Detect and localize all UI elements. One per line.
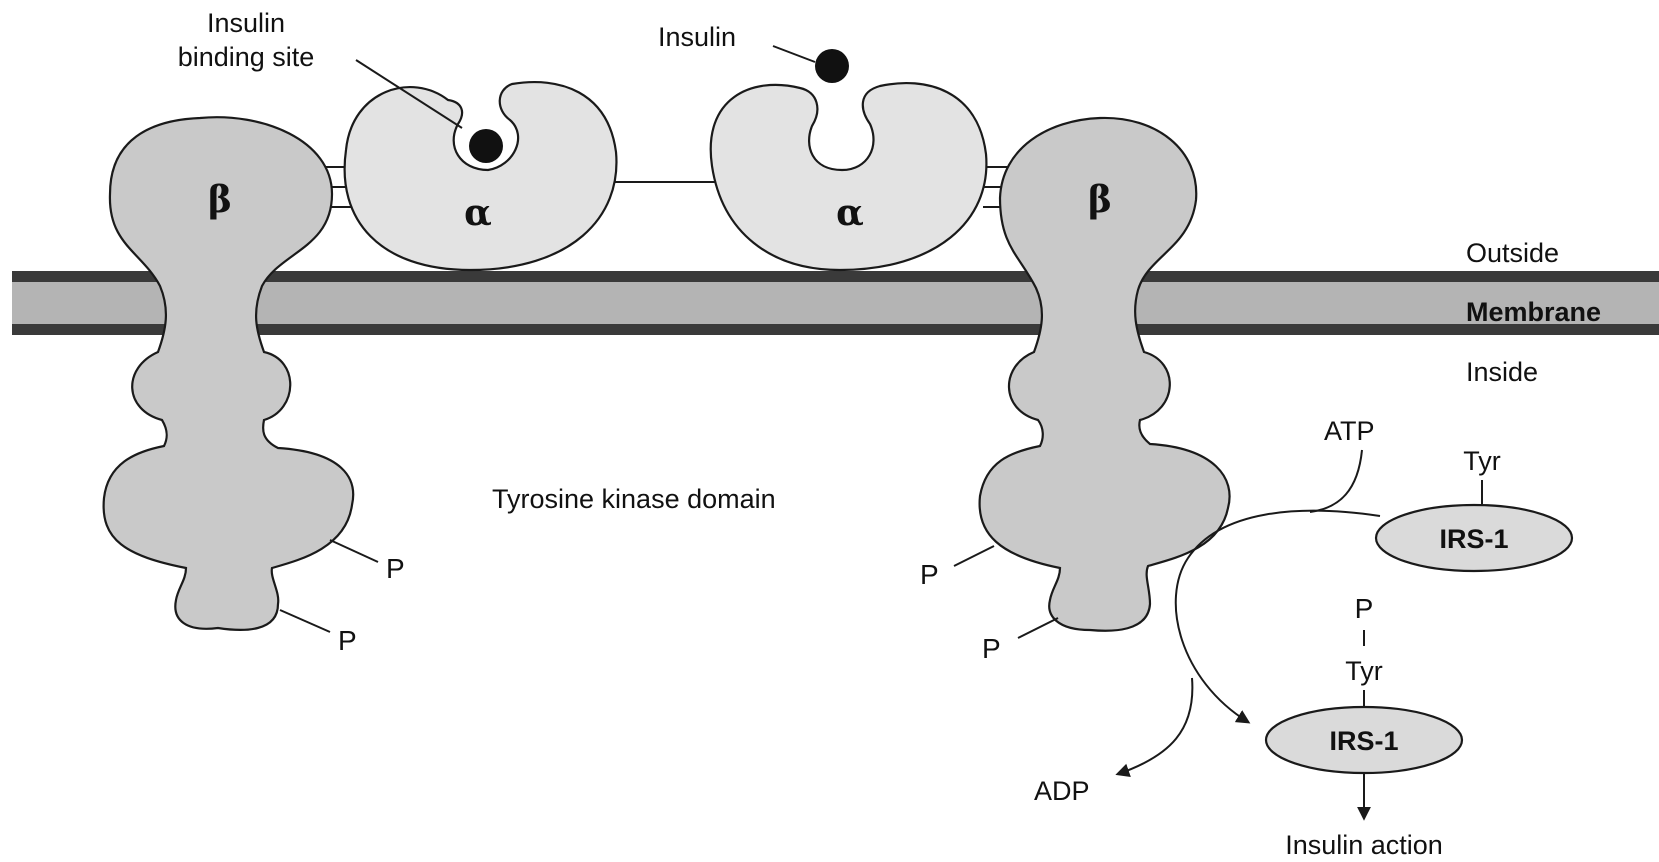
membrane-label: Membrane [1466, 297, 1601, 327]
irs1-label-bottom: IRS-1 [1329, 726, 1398, 756]
outside-label: Outside [1466, 238, 1559, 268]
alpha-subunit-right [711, 83, 987, 270]
binding-site-label-line1: Insulin [207, 8, 285, 38]
phosphate-line-left-2 [280, 610, 330, 632]
alpha-subunit-left [345, 82, 617, 270]
phosphate-line-left-1 [330, 540, 378, 562]
tyrosine-kinase-domain-label: Tyrosine kinase domain [492, 484, 776, 514]
irs1-label-top: IRS-1 [1439, 524, 1508, 554]
adp-label: ADP [1034, 776, 1090, 806]
adp-output-curve [1118, 678, 1192, 774]
inside-label: Inside [1466, 357, 1538, 387]
phosphate-label-irs1: P [1355, 593, 1374, 624]
insulin-bound-icon [469, 129, 503, 163]
atp-input-curve [1310, 450, 1362, 512]
phosphate-label-left-2: P [338, 625, 357, 656]
binding-site-label-line2: binding site [178, 42, 315, 72]
phosphate-label-right-2: P [982, 633, 1001, 664]
tyr-label-top: Tyr [1463, 446, 1501, 476]
phosphate-line-right-1 [954, 546, 994, 566]
beta-label-left: β [208, 179, 232, 221]
phosphate-label-left-1: P [386, 553, 405, 584]
insulin-free-icon [815, 49, 849, 83]
insulin-label: Insulin [658, 22, 736, 52]
tyr-label-bottom: Tyr [1345, 656, 1383, 686]
alpha-label-left: α [464, 192, 492, 234]
alpha-label-right: α [836, 192, 864, 234]
beta-label-right: β [1088, 179, 1112, 221]
atp-label: ATP [1324, 416, 1375, 446]
insulin-pointer-line [773, 46, 815, 62]
phosphate-label-right-1: P [920, 559, 939, 590]
phosphate-line-right-2 [1018, 618, 1058, 638]
insulin-action-label: Insulin action [1285, 830, 1443, 860]
